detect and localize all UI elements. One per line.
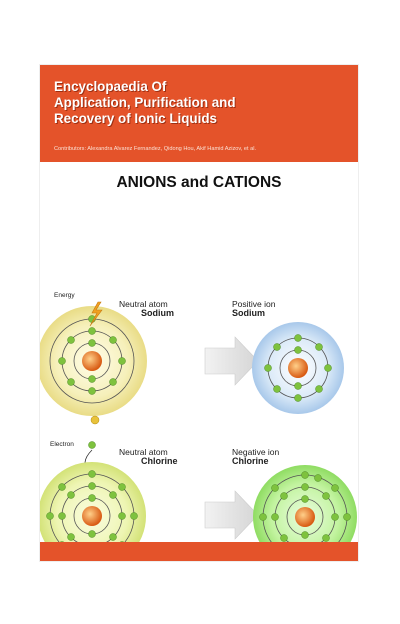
chlorine-neutral-label: Neutral atom Chlorine: [119, 448, 178, 466]
title-line-2: Application, Purification and: [54, 95, 236, 110]
contributors-line: Contributors: Alexandra Alvarez Fernande…: [54, 146, 256, 152]
chlorine-ion-label: Negative ion Chlorine: [232, 448, 279, 466]
sodium-neutral-line1: Neutral atom: [119, 299, 168, 309]
arrow-right-icon: [204, 336, 259, 386]
atoms-diagram: [40, 301, 357, 561]
cover-header: Encyclopaedia Of Application, Purificati…: [40, 65, 358, 162]
energy-label: Energy: [54, 292, 75, 299]
sodium-ion-line2: Sodium: [232, 308, 265, 318]
nucleus: [288, 358, 308, 378]
cover-bottom-strip: [40, 542, 358, 561]
chlorine-ion-line1: Negative ion: [232, 447, 280, 457]
sodium-neutral-atom: [40, 306, 147, 416]
title-line-3: Recovery of Ionic Liquids: [54, 111, 217, 126]
energy-bolt-icon: [89, 301, 103, 327]
nucleus: [295, 507, 315, 527]
nucleus: [82, 351, 102, 371]
title-line-1: Encyclopaedia Of: [54, 79, 167, 94]
escaping-electron: [90, 415, 100, 425]
chlorine-neutral-line1: Neutral atom: [119, 447, 168, 457]
chlorine-neutral-line2: Chlorine: [141, 456, 178, 466]
nucleus: [82, 506, 102, 526]
arrow-right-icon: [204, 490, 259, 540]
chlorine-neutral-atom: [40, 462, 146, 561]
illustration-heading: ANIONS and CATIONS: [116, 174, 282, 191]
sodium-neutral-line2: Sodium: [141, 308, 174, 318]
book-cover: Encyclopaedia Of Application, Purificati…: [40, 65, 358, 561]
electron-dot: [88, 441, 96, 449]
cover-illustration: ANIONS and CATIONS: [40, 162, 358, 561]
sodium-ion-line1: Positive ion: [232, 299, 276, 309]
sodium-neutral-label: Neutral atom Sodium: [119, 300, 174, 318]
sodium-ion-label: Positive ion Sodium: [232, 300, 275, 318]
electron-label: Electron: [50, 441, 74, 448]
book-title: Encyclopaedia Of Application, Purificati…: [54, 79, 344, 127]
electrons: [264, 334, 332, 402]
sodium-ion-atom: [252, 322, 344, 414]
chlorine-ion-line2: Chlorine: [232, 456, 269, 466]
